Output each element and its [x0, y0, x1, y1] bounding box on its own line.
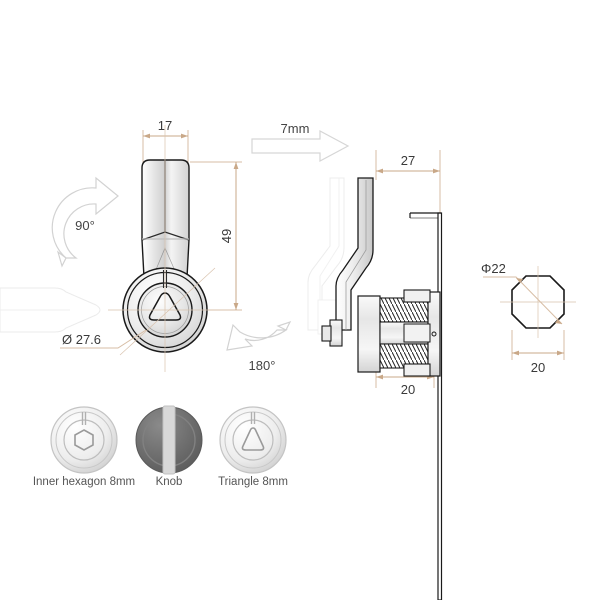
mounting-panel — [409, 212, 443, 600]
dimension-cam-height: 49 — [190, 161, 242, 311]
rotation-90-label: 90° — [75, 218, 95, 233]
travel-7mm-label: 7mm — [281, 121, 310, 136]
variant-label-triangle: Triangle 8mm — [218, 476, 288, 488]
variant-label-knob: Knob — [156, 476, 183, 488]
lock-barrel-threaded — [321, 289, 441, 377]
octagon-diameter-label: Φ22 — [481, 261, 506, 276]
variant-label-inner-hexagon: Inner hexagon 8mm — [33, 476, 135, 488]
rotation-180-arrow: 180° — [226, 320, 292, 373]
dimension-49-label: 49 — [219, 229, 234, 243]
octagon-width-label: 20 — [531, 360, 545, 375]
variant-knob[interactable]: Knob — [135, 405, 203, 488]
dimension-20-thread-label: 20 — [401, 382, 415, 397]
diameter-27-6-label: Ø 27.6 — [62, 332, 101, 347]
travel-arrow: 7mm — [251, 121, 350, 163]
octagon-cross-section: Φ22 20 — [481, 261, 576, 375]
rotation-90-arrow: 90° — [51, 176, 119, 268]
rotation-180-label: 180° — [249, 358, 276, 373]
variant-triangle[interactable]: Triangle 8mm — [218, 406, 288, 488]
callout-face-diameter: Ø 27.6 — [60, 329, 147, 349]
variant-inner-hexagon[interactable]: Inner hexagon 8mm — [33, 406, 135, 488]
dimension-27-label: 27 — [401, 153, 415, 168]
cam-arm-side-view — [335, 177, 374, 331]
ghost-cam-arm-horizontal — [0, 287, 101, 333]
